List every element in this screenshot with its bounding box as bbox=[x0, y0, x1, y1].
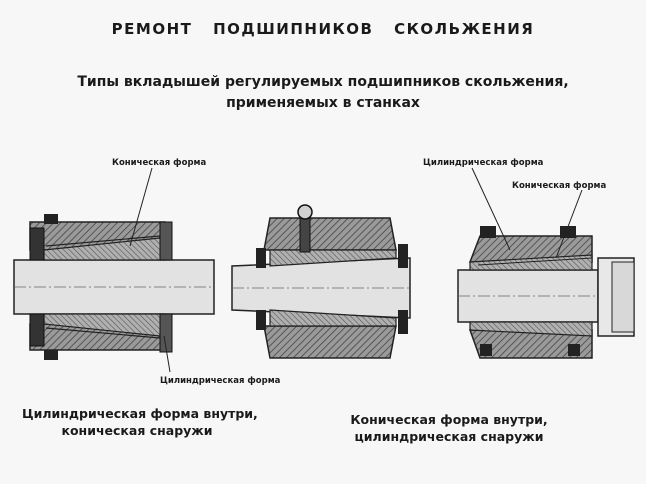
subtitle-line-2: применяемых в станках bbox=[226, 95, 420, 111]
caption-right: Коническая форма внутри, цилиндрическая … bbox=[334, 411, 564, 445]
middle-housing-bottom bbox=[263, 325, 397, 359]
caption-right-line-1: Коническая форма внутри, bbox=[350, 412, 548, 427]
label-cylindrical-right: Цилиндрическая форма bbox=[423, 158, 544, 168]
page-title: РЕМОНТ ПОДШИПНИКОВ СКОЛЬЖЕНИЯ bbox=[111, 20, 535, 38]
caption-right-line-2: цилиндрическая снаружи bbox=[354, 429, 544, 444]
label-cylindrical-left: Цилиндрическая форма bbox=[160, 376, 281, 386]
label-conical-right: Коническая форма bbox=[512, 181, 607, 191]
label-conical-left: Коническая форма bbox=[112, 158, 207, 168]
subtitle-line-1: Типы вкладышей регулируемых подшипников … bbox=[77, 74, 569, 90]
caption-left: Цилиндрическая форма внутри, коническая … bbox=[22, 405, 258, 439]
middle-bearing-drawing bbox=[231, 204, 411, 359]
caption-left-line-2: коническая снаружи bbox=[61, 423, 213, 438]
subtitle: Типы вкладышей регулируемых подшипников … bbox=[0, 72, 646, 114]
caption-left-line-1: Цилиндрическая форма внутри, bbox=[22, 406, 258, 421]
middle-housing-top bbox=[263, 217, 397, 251]
left-bearing-drawing bbox=[13, 167, 215, 373]
right-bearing-drawing bbox=[457, 167, 635, 359]
